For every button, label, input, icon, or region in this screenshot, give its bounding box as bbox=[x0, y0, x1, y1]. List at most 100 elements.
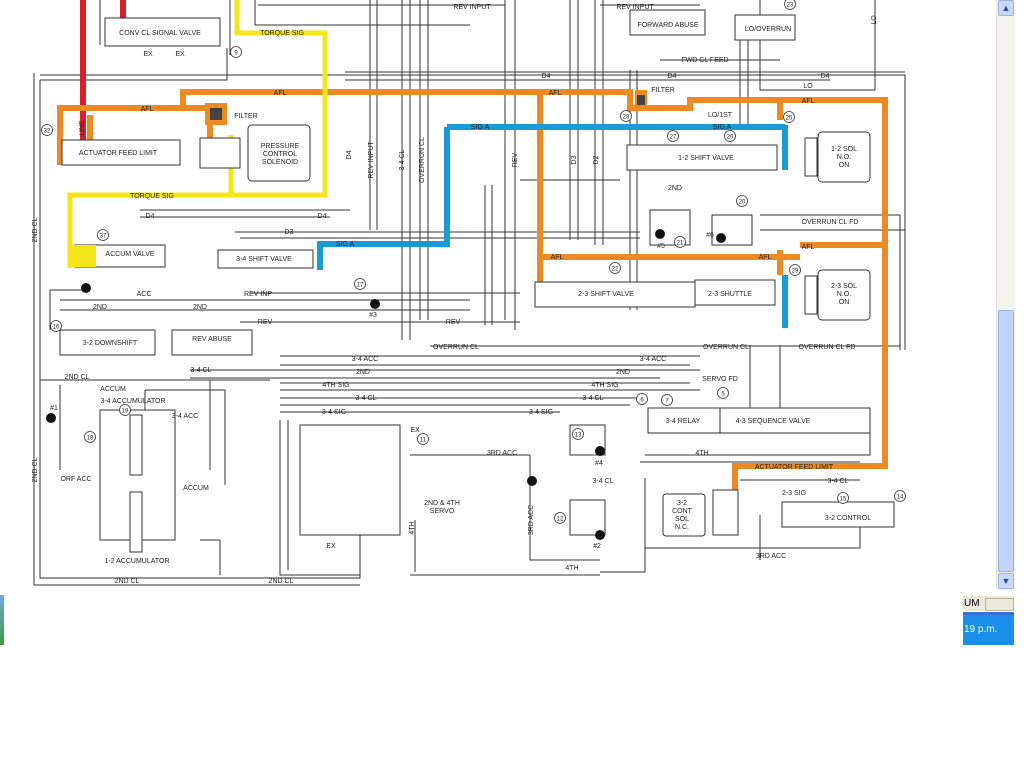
label: #4 bbox=[595, 460, 603, 467]
label: 3-2 DOWNSHIFT bbox=[83, 340, 138, 347]
label: 2ND bbox=[193, 304, 207, 311]
label: D3 bbox=[571, 155, 578, 164]
scroll-down-button[interactable]: ▼ bbox=[998, 573, 1014, 589]
label: AFL bbox=[759, 254, 772, 261]
label: 3-2 CONTROL bbox=[825, 515, 871, 522]
label: 2-3 SHUTTLE bbox=[708, 291, 752, 298]
shift-valve-34 bbox=[217, 249, 314, 269]
label: 3-4 CL bbox=[190, 367, 211, 374]
label: 3-4 CL bbox=[592, 478, 613, 485]
callout-circle bbox=[661, 394, 673, 406]
callout-number: 22 bbox=[612, 267, 619, 273]
scroll-up-button[interactable]: ▲ bbox=[998, 0, 1014, 16]
check-ball-icon bbox=[370, 299, 380, 309]
label: 2ND CL bbox=[32, 217, 39, 242]
label: EX bbox=[410, 427, 420, 434]
label: SOLENOID bbox=[262, 159, 298, 166]
callout-circle bbox=[667, 130, 679, 142]
check-ball-icon bbox=[716, 233, 726, 243]
label: SIG A bbox=[713, 124, 732, 131]
label: LO bbox=[871, 15, 878, 25]
callout-circle bbox=[636, 393, 648, 405]
callout-number: 28 bbox=[623, 115, 630, 121]
chevron-down-icon: ▼ bbox=[1001, 576, 1011, 586]
status-bar-fragment: UM bbox=[963, 596, 1014, 611]
label: AFL bbox=[802, 98, 815, 105]
label: SERVO FD bbox=[702, 376, 738, 383]
label: 3-4 ACC bbox=[640, 356, 666, 363]
servo-2nd-4th bbox=[299, 424, 401, 536]
label: 4TH bbox=[565, 565, 578, 572]
callout-circle bbox=[554, 512, 566, 524]
check-ball-icon bbox=[527, 476, 537, 486]
status-bar-panel bbox=[985, 598, 1014, 611]
callout-circle bbox=[572, 428, 584, 440]
label: #2 bbox=[593, 543, 601, 550]
callout-circle bbox=[674, 236, 686, 248]
label: 2ND bbox=[668, 185, 682, 192]
callout-number: 26 bbox=[727, 135, 734, 141]
label: 3-2 bbox=[677, 500, 687, 507]
callout-number: 9 bbox=[234, 51, 238, 57]
label: 3-4 CL bbox=[582, 395, 603, 402]
label: ON bbox=[839, 299, 850, 306]
label: TORQUE SIG bbox=[260, 30, 304, 37]
callout-number: 23 bbox=[787, 3, 794, 9]
label: SOL bbox=[675, 516, 689, 523]
shift-valve-23 bbox=[534, 281, 696, 308]
label: ON bbox=[839, 162, 850, 169]
callout-circle bbox=[41, 124, 53, 136]
solenoid-12 bbox=[817, 131, 871, 183]
callout-circle bbox=[837, 492, 849, 504]
callout-number: 25 bbox=[786, 116, 793, 122]
label: 1-2 SHIFT VALVE bbox=[678, 155, 734, 162]
label: 3-4 CL bbox=[827, 478, 848, 485]
label: 3-4 SIG bbox=[529, 409, 553, 416]
callout-number: 29 bbox=[792, 269, 799, 275]
label: D4 bbox=[542, 73, 551, 80]
label: 3-4 SIG bbox=[322, 409, 346, 416]
shuttle-23 bbox=[694, 279, 776, 306]
label: 3-4 RELAY bbox=[666, 418, 701, 425]
chevron-up-icon: ▲ bbox=[1001, 3, 1011, 13]
callout-circle bbox=[789, 264, 801, 276]
label: FILTER bbox=[651, 87, 675, 94]
label: #6 bbox=[706, 232, 714, 239]
label: EX bbox=[175, 51, 185, 58]
label: 4-3 SEQUENCE VALVE bbox=[736, 418, 811, 425]
label: 3-4 ACC bbox=[352, 356, 378, 363]
callout-number: 37 bbox=[100, 234, 107, 240]
label: REV bbox=[258, 319, 273, 326]
scrollbar-thumb[interactable] bbox=[998, 310, 1014, 572]
filter-screen-icon bbox=[637, 95, 645, 105]
label: OVERRUN CL bbox=[433, 344, 479, 351]
check-ball-icon bbox=[46, 413, 56, 423]
label: FWD CL FEED bbox=[681, 57, 728, 64]
label: REV INPUT bbox=[616, 4, 654, 11]
label: 3-4 CL bbox=[399, 149, 406, 170]
label: D4 bbox=[668, 73, 677, 80]
forward-abuse-valve bbox=[629, 9, 706, 36]
taskbar-clock[interactable]: 19 p.m. bbox=[963, 612, 1014, 645]
actuator-feed-limit-valve bbox=[61, 139, 181, 166]
label: ORF ACC bbox=[60, 476, 91, 483]
label: N.O. bbox=[837, 291, 851, 298]
valves bbox=[59, 9, 895, 553]
downshift-32 bbox=[59, 329, 156, 356]
callout-number: 21 bbox=[677, 241, 684, 247]
label: SERVO bbox=[430, 508, 455, 515]
label: OVERRUN CL bbox=[419, 137, 426, 183]
label: REV INPUT bbox=[368, 141, 375, 179]
label: 4TH bbox=[409, 521, 416, 534]
callout-circle bbox=[97, 229, 109, 241]
label: N.C. bbox=[675, 524, 689, 531]
label: REV bbox=[446, 319, 461, 326]
callout-circle bbox=[717, 387, 729, 399]
callout-circle bbox=[50, 320, 62, 332]
label: 2ND bbox=[93, 304, 107, 311]
callout-circle bbox=[230, 46, 242, 58]
label: 2-3 SIG bbox=[782, 490, 806, 497]
label: OVERRUN CL FD bbox=[802, 219, 859, 226]
vertical-scrollbar[interactable]: ▲ ▼ bbox=[996, 0, 1015, 590]
